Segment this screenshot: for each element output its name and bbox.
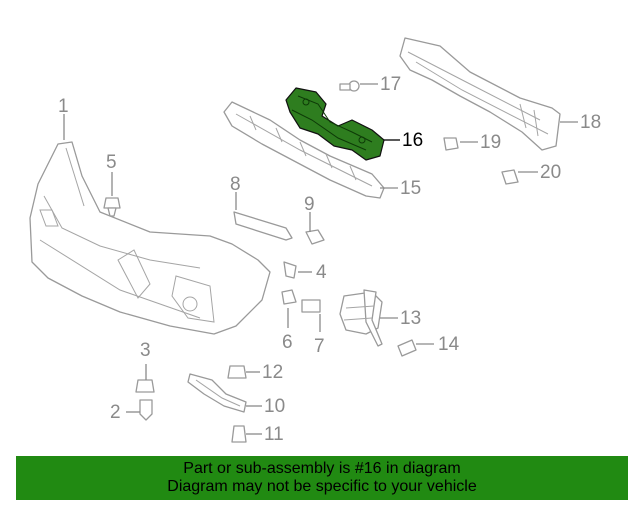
callout-7: 7 [314, 336, 325, 357]
callout-10: 10 [264, 396, 285, 417]
callout-12: 12 [262, 362, 283, 383]
callout-20: 20 [540, 162, 561, 183]
callout-8: 8 [230, 174, 241, 195]
part-10-lower-bracket [187, 373, 247, 413]
callout-16-highlighted: 16 [402, 130, 423, 151]
bumper-parts-diagram: 1 5 8 9 4 6 7 13 14 17 18 19 20 15 16 3 … [29, 37, 601, 445]
callout-15: 15 [400, 178, 421, 199]
callout-14: 14 [438, 334, 460, 355]
callout-19: 19 [480, 132, 501, 153]
callout-3: 3 [140, 340, 151, 361]
callout-9: 9 [304, 194, 315, 215]
part-13-fog-lamp-bracket [339, 289, 383, 347]
callout-1: 1 [58, 96, 69, 117]
part-1-bumper-cover [29, 141, 271, 335]
callout-11: 11 [264, 424, 284, 445]
part-8-retainer [233, 211, 293, 241]
callout-17: 17 [380, 74, 401, 95]
callout-4: 4 [316, 262, 327, 283]
callout-6: 6 [282, 332, 293, 353]
part-15-energy-absorber [223, 101, 385, 199]
part-18-reinforcement-bar [399, 37, 561, 151]
part-info-line: Part or sub-assembly is #16 in diagram [183, 460, 461, 477]
callout-2: 2 [110, 402, 121, 423]
part-16-bracket-highlighted [285, 87, 385, 161]
part-info-banner: Part or sub-assembly is #16 in diagram D… [16, 456, 628, 500]
callout-5: 5 [106, 152, 117, 173]
callout-18: 18 [580, 112, 601, 133]
callout-13: 13 [400, 308, 421, 329]
diagram-disclaimer: Diagram may not be specific to your vehi… [167, 478, 477, 495]
leader-lines [63, 83, 578, 435]
callout-labels: 1 5 8 9 4 6 7 13 14 17 18 19 20 15 16 3 … [58, 74, 601, 445]
fasteners [103, 80, 519, 443]
